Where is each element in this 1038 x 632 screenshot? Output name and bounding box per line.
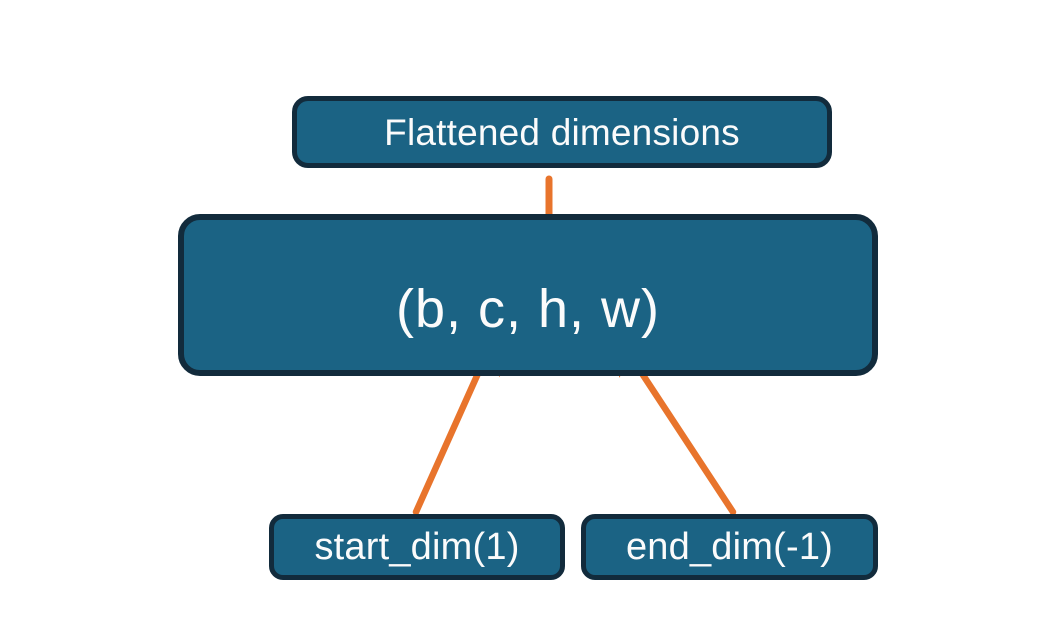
node-start-dim[interactable]: start_dim(1) bbox=[269, 514, 565, 580]
node-flattened-dimensions-label: Flattened dimensions bbox=[384, 111, 740, 153]
node-end-dim-label: end_dim(-1) bbox=[625, 526, 834, 568]
node-flattened-dimensions[interactable]: Flattened dimensions bbox=[292, 96, 832, 168]
node-tensor-shape-label: (b, c, h, w) bbox=[395, 279, 661, 339]
node-tensor-shape[interactable]: (b, c, h, w) bbox=[178, 214, 878, 376]
node-end-dim[interactable]: end_dim(-1) bbox=[581, 514, 878, 580]
node-start-dim-label: start_dim(1) bbox=[314, 526, 520, 568]
